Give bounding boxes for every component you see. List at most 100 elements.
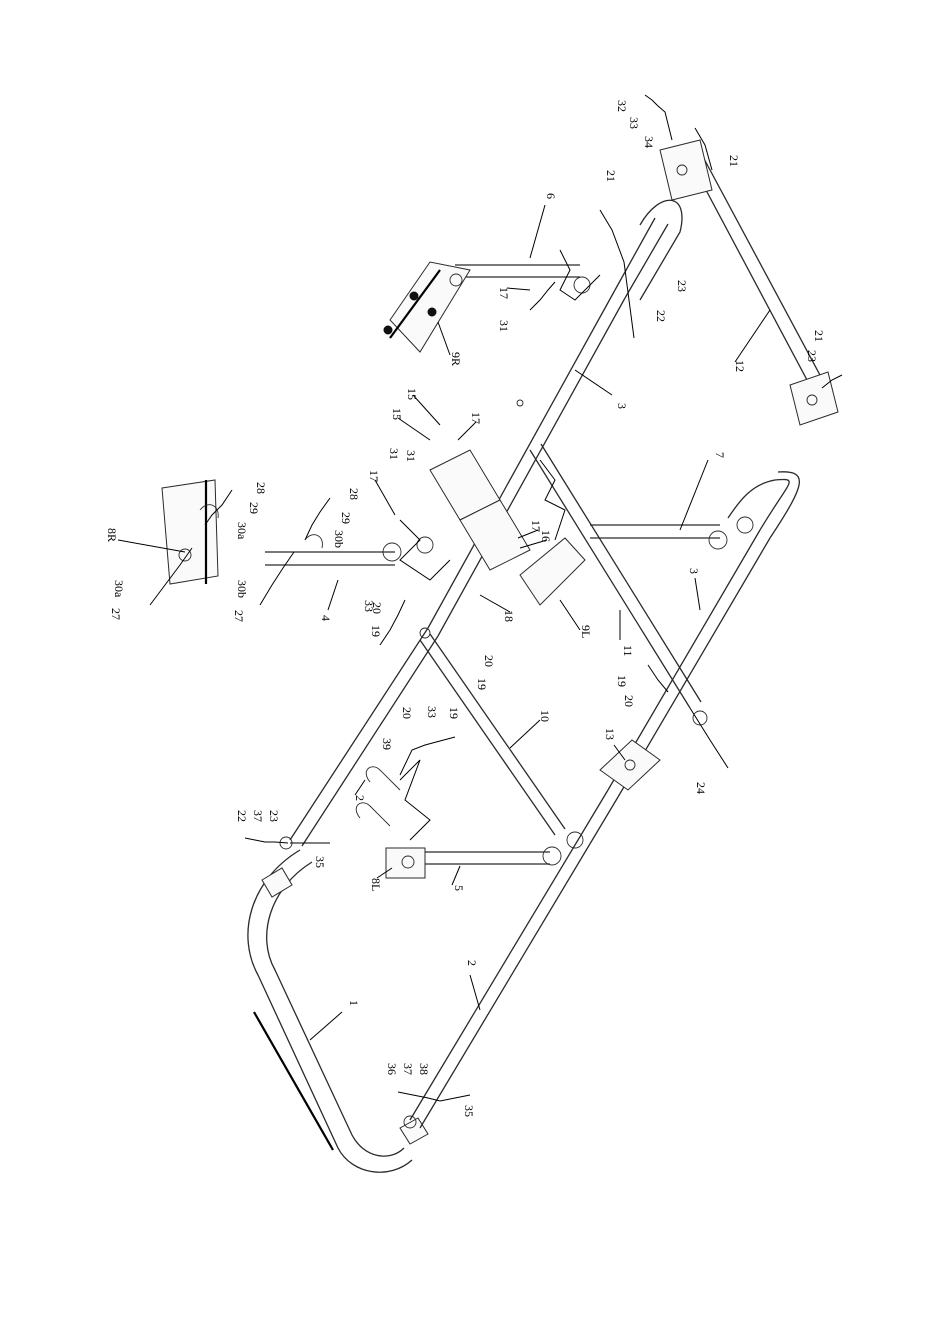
label-20b: 20 (482, 655, 496, 667)
part-10-diagonal-b (430, 634, 565, 829)
leader-7 (680, 460, 708, 530)
leader-17a (458, 422, 476, 440)
label-15b: 15 (390, 408, 404, 420)
leader-4 (328, 580, 338, 610)
part-2-upper-rail-b (302, 636, 438, 846)
label-8R: 8R (105, 528, 119, 542)
part-1-end-cap-top (262, 868, 292, 897)
fastener-chain-24 (690, 708, 728, 768)
label-38: 38 (417, 1063, 431, 1075)
label-30b-right: 30b (332, 530, 346, 548)
label-23b: 23 (805, 350, 819, 362)
part-9R-bracket (390, 262, 470, 352)
label-15a: 15 (405, 388, 419, 400)
leader-2a (355, 780, 365, 795)
part-13-clamp (600, 740, 660, 790)
label-6: 6 (544, 193, 558, 199)
leader-15b (398, 418, 430, 440)
label-11: 11 (621, 645, 635, 657)
label-19d: 19 (615, 675, 629, 687)
clamp-7-a (709, 531, 727, 549)
label-32: 32 (615, 100, 629, 112)
label-3-lower: 3 (687, 568, 701, 574)
part-3-rear-loop-inner (770, 472, 799, 538)
label-31b: 31 (387, 448, 401, 460)
part-1-grip-line (254, 1012, 333, 1150)
label-17b: 17 (367, 470, 381, 482)
label-35b: 35 (462, 1105, 476, 1117)
label-21c: 21 (812, 330, 826, 342)
label-17c: 17 (529, 520, 543, 532)
label-12: 12 (733, 360, 747, 372)
part-12-bracket-bottom (790, 372, 838, 425)
part-2-lower-rail-a (410, 790, 608, 1120)
part-12-crossbar-a (690, 160, 815, 395)
label-33c: 33 (425, 706, 439, 718)
leader-17b (375, 480, 395, 515)
label-9L: 9L (579, 625, 593, 638)
part-10-diagonal-a (420, 640, 555, 835)
label-2-upper: 2 (353, 795, 367, 801)
label-31a: 31 (497, 320, 511, 332)
fastener-chain-27b (260, 552, 294, 605)
fastener-chain-28b (305, 498, 330, 540)
label-21b: 21 (727, 155, 741, 167)
label-18: 18 (502, 610, 516, 622)
label-35a: 35 (313, 856, 327, 868)
label-29b: 29 (339, 512, 353, 524)
leader-6 (530, 205, 545, 258)
clamp-7-b (737, 517, 753, 533)
leader-10 (510, 720, 540, 748)
part-1-handle (248, 850, 412, 1172)
label-24: 24 (694, 782, 708, 794)
leader-lines (118, 205, 770, 1040)
fastener-chain-36-37-38 (398, 1092, 440, 1101)
label-37b: 37 (401, 1063, 415, 1075)
fastener-chain-33-20-19 (400, 737, 455, 775)
label-8L: 8L (369, 878, 383, 891)
part-labels: 1 2 2 3 3 4 5 6 7 8L 8R 9L 9R 10 11 12 1… (105, 100, 826, 1117)
label-19a: 19 (369, 625, 383, 637)
label-21a: 21 (604, 170, 618, 182)
fastener-chain-35b (440, 1095, 470, 1101)
leader-2b (470, 975, 480, 1010)
label-17a: 17 (469, 412, 483, 424)
fastener-chain-zigzag-hub (400, 520, 450, 580)
label-31c: 31 (404, 450, 418, 462)
label-28a: 28 (254, 482, 268, 494)
label-13: 13 (603, 728, 617, 740)
label-9R: 9R (449, 352, 463, 366)
leader-12 (735, 310, 770, 362)
label-4: 4 (319, 615, 333, 621)
clamp-6-a (574, 277, 590, 293)
label-27b: 27 (232, 610, 246, 622)
label-22a: 22 (654, 310, 668, 322)
label-29a: 29 (247, 502, 261, 514)
label-30a-right: 30a (235, 522, 249, 540)
frame-geometry (150, 95, 842, 1172)
part-39-hook-b (356, 803, 390, 826)
label-19c: 19 (447, 707, 461, 719)
part-30b-hook (305, 535, 322, 548)
label-23a: 23 (675, 280, 689, 292)
part-39-hook-a (366, 767, 400, 790)
label-22b: 22 (235, 810, 249, 822)
part-9R-knob-b (428, 308, 436, 316)
label-23c: 23 (267, 810, 281, 822)
label-36: 36 (385, 1063, 399, 1075)
label-30b-left: 30b (235, 580, 249, 598)
leader-9R (438, 322, 450, 355)
label-1: 1 (347, 1000, 361, 1006)
label-20c: 20 (400, 707, 414, 719)
footer-scan-strip (0, 1313, 932, 1323)
part-8L-bracket (386, 848, 425, 878)
fastener-chain-19-20-right (648, 665, 668, 692)
leader-5 (452, 866, 460, 885)
label-34: 34 (642, 136, 656, 148)
label-7: 7 (713, 452, 727, 458)
label-3-upper: 3 (615, 403, 629, 409)
leader-9L (560, 600, 580, 630)
label-33b: 33 (362, 600, 376, 612)
clamp-5-a (543, 847, 561, 865)
